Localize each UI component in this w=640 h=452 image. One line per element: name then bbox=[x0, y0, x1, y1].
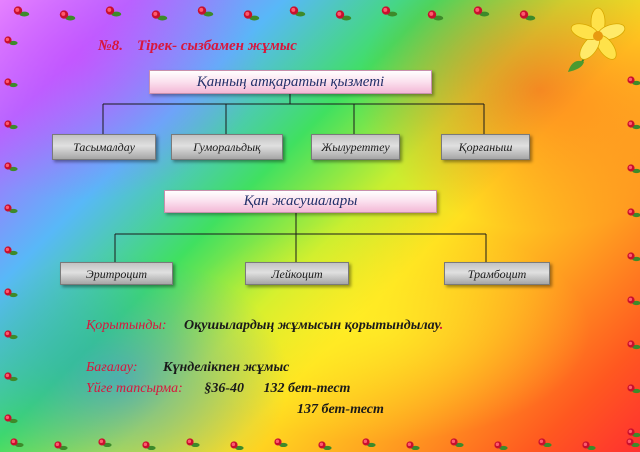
grading-line: Бағалау: Күнделікпен жұмыс bbox=[86, 360, 289, 376]
conclusion-line: Қорытынды: Оқушылардың жұмысын қорытынды… bbox=[86, 318, 443, 334]
diagram1-node-transport: Тасымалдау bbox=[52, 134, 156, 160]
slide-title: №8. Тірек- сызбамен жұмыс bbox=[98, 38, 297, 55]
diagram1-node-thermoregulation-label: Жылуреттеу bbox=[321, 140, 390, 154]
homework-item2: 137 бет-тест bbox=[297, 402, 384, 417]
conclusion-label: Қорытынды: bbox=[86, 318, 167, 333]
diagram1-node-transport-label: Тасымалдау bbox=[73, 140, 135, 154]
homework-line: Үйге тапсырма: §36-40 132 бет-тест bbox=[86, 381, 350, 397]
homework-section: §36-40 bbox=[204, 381, 245, 396]
diagram1-node-protection-label: Қорғаныш bbox=[458, 140, 513, 154]
rose-border-top-icon bbox=[13, 6, 536, 21]
diagram2-node-erythrocyte-label: Эритроцит bbox=[85, 266, 148, 281]
diagram1-node-humoral-label: Гуморальдық bbox=[193, 140, 261, 154]
conclusion-text: Оқушылардың жұмысын қорытындылау bbox=[184, 318, 440, 333]
diagram1-header: Қанның атқаратын қызметі bbox=[149, 70, 432, 94]
yellow-flower-icon bbox=[568, 7, 626, 72]
diagram1-node-thermoregulation: Жылуреттеу bbox=[311, 134, 400, 160]
grading-text: Күнделікпен жұмыс bbox=[163, 360, 290, 375]
rose-border-left-icon bbox=[4, 36, 18, 424]
diagram1-node-humoral: Гуморальдық bbox=[171, 134, 283, 160]
grading-label: Бағалау: bbox=[86, 360, 138, 375]
diagram2-node-leukocyte-label: Лейкоцит bbox=[271, 266, 323, 281]
homework-item1: 132 бет-тест bbox=[263, 381, 351, 396]
diagram1-header-label: Қанның атқаратын қызметі bbox=[196, 73, 385, 90]
diagram2-node-thrombocyte: Трамбоцит bbox=[444, 262, 550, 285]
diagram1-node-protection: Қорғаныш bbox=[441, 134, 530, 160]
diagram2-node-leukocyte: Лейкоцит bbox=[245, 262, 349, 285]
diagram2-header: Қан жасушалары bbox=[164, 190, 437, 213]
diagram2-node-thrombocyte-label: Трамбоцит bbox=[467, 266, 527, 281]
diagram2-header-label: Қан жасушалары bbox=[243, 193, 358, 209]
homework-line-2: 137 бет-тест bbox=[297, 402, 384, 418]
title-number: №8. bbox=[98, 38, 123, 54]
rose-border-bottom-icon bbox=[10, 438, 640, 451]
homework-label: Үйге тапсырма: bbox=[86, 381, 183, 396]
conclusion-dot: . bbox=[439, 318, 444, 333]
diagram2-node-erythrocyte: Эритроцит bbox=[60, 262, 173, 285]
title-text: Тірек- сызбамен жұмыс bbox=[136, 38, 297, 54]
